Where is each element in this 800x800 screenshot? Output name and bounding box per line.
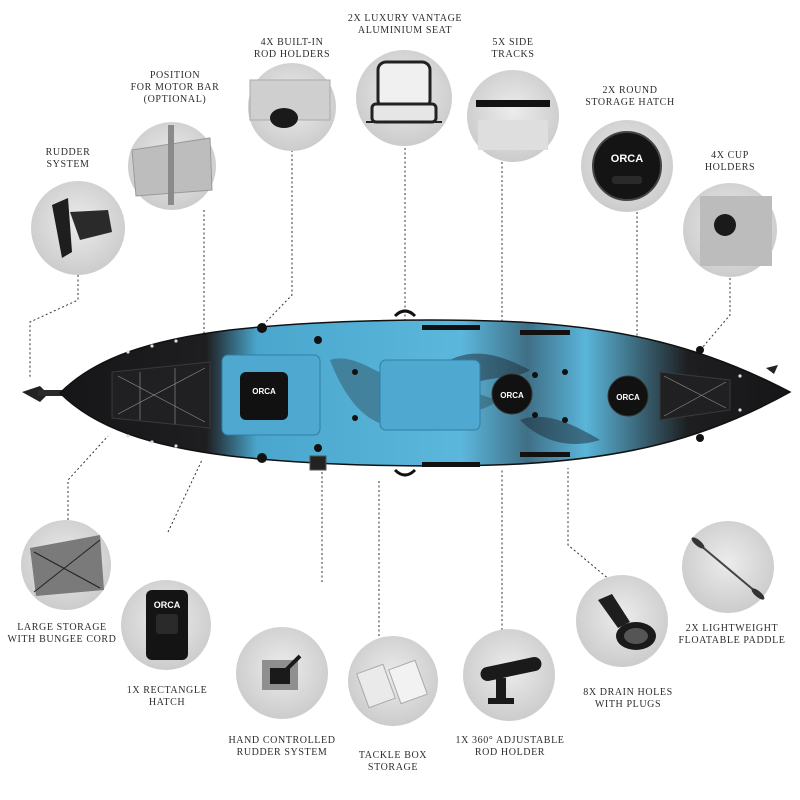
label-rudder-system: RUDDER SYSTEM (45, 147, 91, 170)
photo-round-hatch: ORCA (581, 120, 673, 212)
leader-rudder (29, 275, 79, 378)
photo-large-storage (21, 520, 111, 610)
rectangle-hatch-logo: ORCA (252, 387, 276, 396)
photo-adj-rod-holder (463, 629, 555, 721)
photo-paddle (682, 521, 774, 613)
photo-rudder-system (31, 181, 125, 275)
label-motor-bar: POSITION FOR MOTOR BAR (OPTIONAL) (130, 70, 220, 105)
label-large-storage: LARGE STORAGE WITH BUNGEE CORD (7, 622, 117, 645)
label-rod-holders: 4X BUILT-IN ROD HOLDERS (253, 37, 331, 60)
label-hand-rudder: HAND CONTROLLED RUDDER SYSTEM (228, 735, 336, 758)
leader-large-storage (67, 435, 109, 520)
leader-lines (29, 148, 731, 636)
round-hatch-1 (491, 373, 533, 415)
leader-drain-holes (567, 468, 611, 581)
label-paddle: 2X LIGHTWEIGHT FLOATABLE PADDLE (678, 623, 786, 646)
photo-drain-holes (576, 575, 668, 667)
svg-text:ORCA: ORCA (500, 391, 524, 400)
rectangle-hatch-on-hull (240, 372, 288, 420)
rectangle-hatch-photo-logo: ORCA (154, 600, 181, 610)
label-drain-holes: 8X DRAIN HOLES WITH PLUGS (583, 687, 673, 710)
round-hatch-logo: ORCA (611, 153, 643, 165)
label-cup-holders: 4X CUP HOLDERS (704, 150, 756, 173)
svg-text:ORCA: ORCA (616, 393, 640, 402)
photo-tackle-box (348, 636, 438, 726)
photo-motor-bar (128, 122, 216, 210)
label-tackle-box: TACKLE BOX STORAGE (358, 750, 428, 773)
photo-rectangle-hatch: ORCA (121, 580, 211, 670)
photo-side-tracks (467, 70, 559, 162)
label-round-hatch: 2X ROUND STORAGE HATCH (585, 85, 675, 108)
leader-rod-holders (261, 150, 293, 327)
label-adj-rod-holder: 1X 360° ADJUSTABLE ROD HOLDER (455, 735, 565, 758)
photo-seat (356, 50, 452, 146)
detail-photos: ORCA ORCA (21, 50, 777, 726)
round-hatch-2 (607, 375, 649, 417)
leader-cup-holders (701, 278, 731, 349)
photo-rod-holders (248, 63, 336, 151)
label-side-tracks: 5X SIDE TRACKS (491, 37, 535, 60)
label-rectangle-hatch: 1X RECTANGLE HATCH (126, 685, 208, 708)
kayak-hull: ORCA ORCA ORCA (22, 309, 792, 477)
label-seat: 2X LUXURY VANTAGE ALUMINIUM SEAT (347, 13, 463, 36)
photo-cup-holders (683, 183, 777, 277)
photo-hand-rudder (236, 627, 328, 719)
leader-rect-hatch (167, 459, 203, 533)
